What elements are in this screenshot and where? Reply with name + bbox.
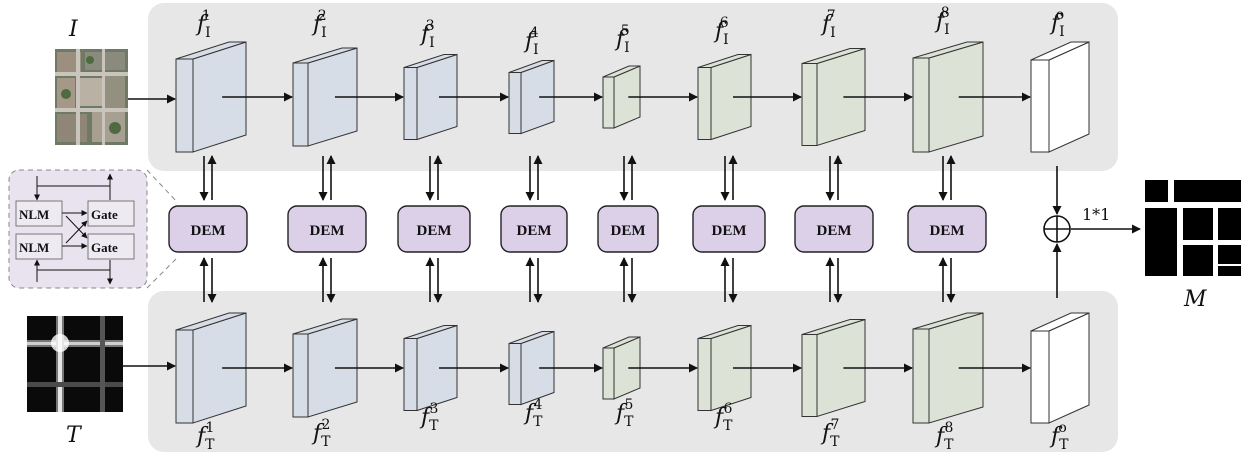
- inset-gate-top: [87, 200, 135, 227]
- dem-detail-inset: NLM NLM Gate Gate: [8, 169, 179, 289]
- dem-module-3: DEM: [397, 205, 471, 253]
- image-feature-block-2: [292, 47, 358, 147]
- trajectory-heatmap-thumbnail: [27, 316, 123, 412]
- trajectory-feature-block-3: [403, 324, 458, 412]
- dem-module-4: DEM: [500, 205, 568, 253]
- inset-gate-top-label: Gate: [91, 207, 118, 222]
- image-feature-block-1: [175, 41, 247, 153]
- image-feature-block-8: [912, 41, 984, 153]
- output-mask-thumbnail: [1145, 180, 1241, 276]
- trajectory-feature-block-1: [175, 312, 247, 424]
- trajectory-feature-label-3: fT3: [419, 401, 439, 434]
- dem-module-label: DEM: [310, 223, 345, 239]
- image-feature-label-4: fI4: [523, 25, 539, 58]
- image-feature-block-5: [602, 65, 641, 129]
- image-feature-label-6: fI6: [713, 15, 729, 48]
- image-feature-block-6: [697, 53, 752, 141]
- output-mask-label: M: [1183, 287, 1207, 312]
- image-feature-label-1: fI1: [195, 8, 211, 41]
- image-feature-block-9: [1030, 41, 1090, 153]
- dem-module-7: DEM: [794, 205, 874, 253]
- dem-module-label: DEM: [712, 223, 747, 239]
- dem-module-label: DEM: [417, 223, 452, 239]
- image-feature-label-7: fI7: [820, 8, 836, 41]
- dem-module-1: DEM: [168, 205, 248, 253]
- image-feature-label-2: fI2: [311, 8, 327, 41]
- inset-nlm-bottom: [15, 233, 63, 260]
- inset-nlm-top-label: NLM: [19, 207, 49, 222]
- trajectory-feature-label-8: fT8: [934, 420, 954, 453]
- trajectory-feature-block-7: [801, 318, 866, 418]
- trajectory-feature-label-7: fT7: [820, 417, 840, 450]
- trajectory-feature-label-9: fTo: [1049, 420, 1069, 453]
- trajectory-feature-block-4: [508, 330, 555, 406]
- conv-1x1-label: 1*1: [1082, 205, 1110, 224]
- inset-gate-bottom-label: Gate: [91, 240, 118, 255]
- dem-module-label: DEM: [517, 223, 552, 239]
- trajectory-feature-block-5: [602, 336, 641, 400]
- image-feature-label-5: fI5: [614, 23, 630, 56]
- inset-nlm-bottom-label: NLM: [19, 240, 49, 255]
- trajectory-feature-block-8: [912, 312, 984, 424]
- satellite-image-thumbnail: [55, 49, 128, 145]
- image-feature-block-4: [508, 59, 555, 135]
- image-feature-block-3: [403, 53, 458, 141]
- image-feature-label-3: fI3: [419, 18, 435, 51]
- input-trajectory-label: T: [66, 423, 83, 448]
- dem-module-label: DEM: [817, 223, 852, 239]
- trajectory-feature-label-5: fT5: [614, 397, 634, 430]
- trajectory-feature-block-6: [697, 324, 752, 412]
- dem-module-5: DEM: [597, 205, 659, 253]
- trajectory-feature-label-2: fT2: [311, 417, 331, 450]
- dem-module-2: DEM: [287, 205, 367, 253]
- dem-module-8: DEM: [907, 205, 987, 253]
- dem-module-label: DEM: [191, 223, 226, 239]
- trajectory-feature-label-4: fT4: [523, 397, 543, 430]
- inset-gate-bottom: [87, 233, 135, 260]
- input-image-label: I: [68, 17, 79, 42]
- trajectory-feature-block-2: [292, 318, 358, 418]
- dem-module-label: DEM: [611, 223, 646, 239]
- trajectory-feature-label-1: fT1: [195, 420, 215, 453]
- image-feature-label-9: fIo: [1049, 7, 1065, 40]
- dem-module-label: DEM: [930, 223, 965, 239]
- image-feature-block-7: [801, 47, 866, 147]
- trajectory-feature-label-6: fT6: [713, 401, 733, 434]
- image-feature-label-8: fI8: [934, 5, 950, 38]
- dem-module-6: DEM: [692, 205, 766, 253]
- fusion-add-symbol: [1043, 215, 1071, 243]
- trajectory-feature-block-9: [1030, 312, 1090, 424]
